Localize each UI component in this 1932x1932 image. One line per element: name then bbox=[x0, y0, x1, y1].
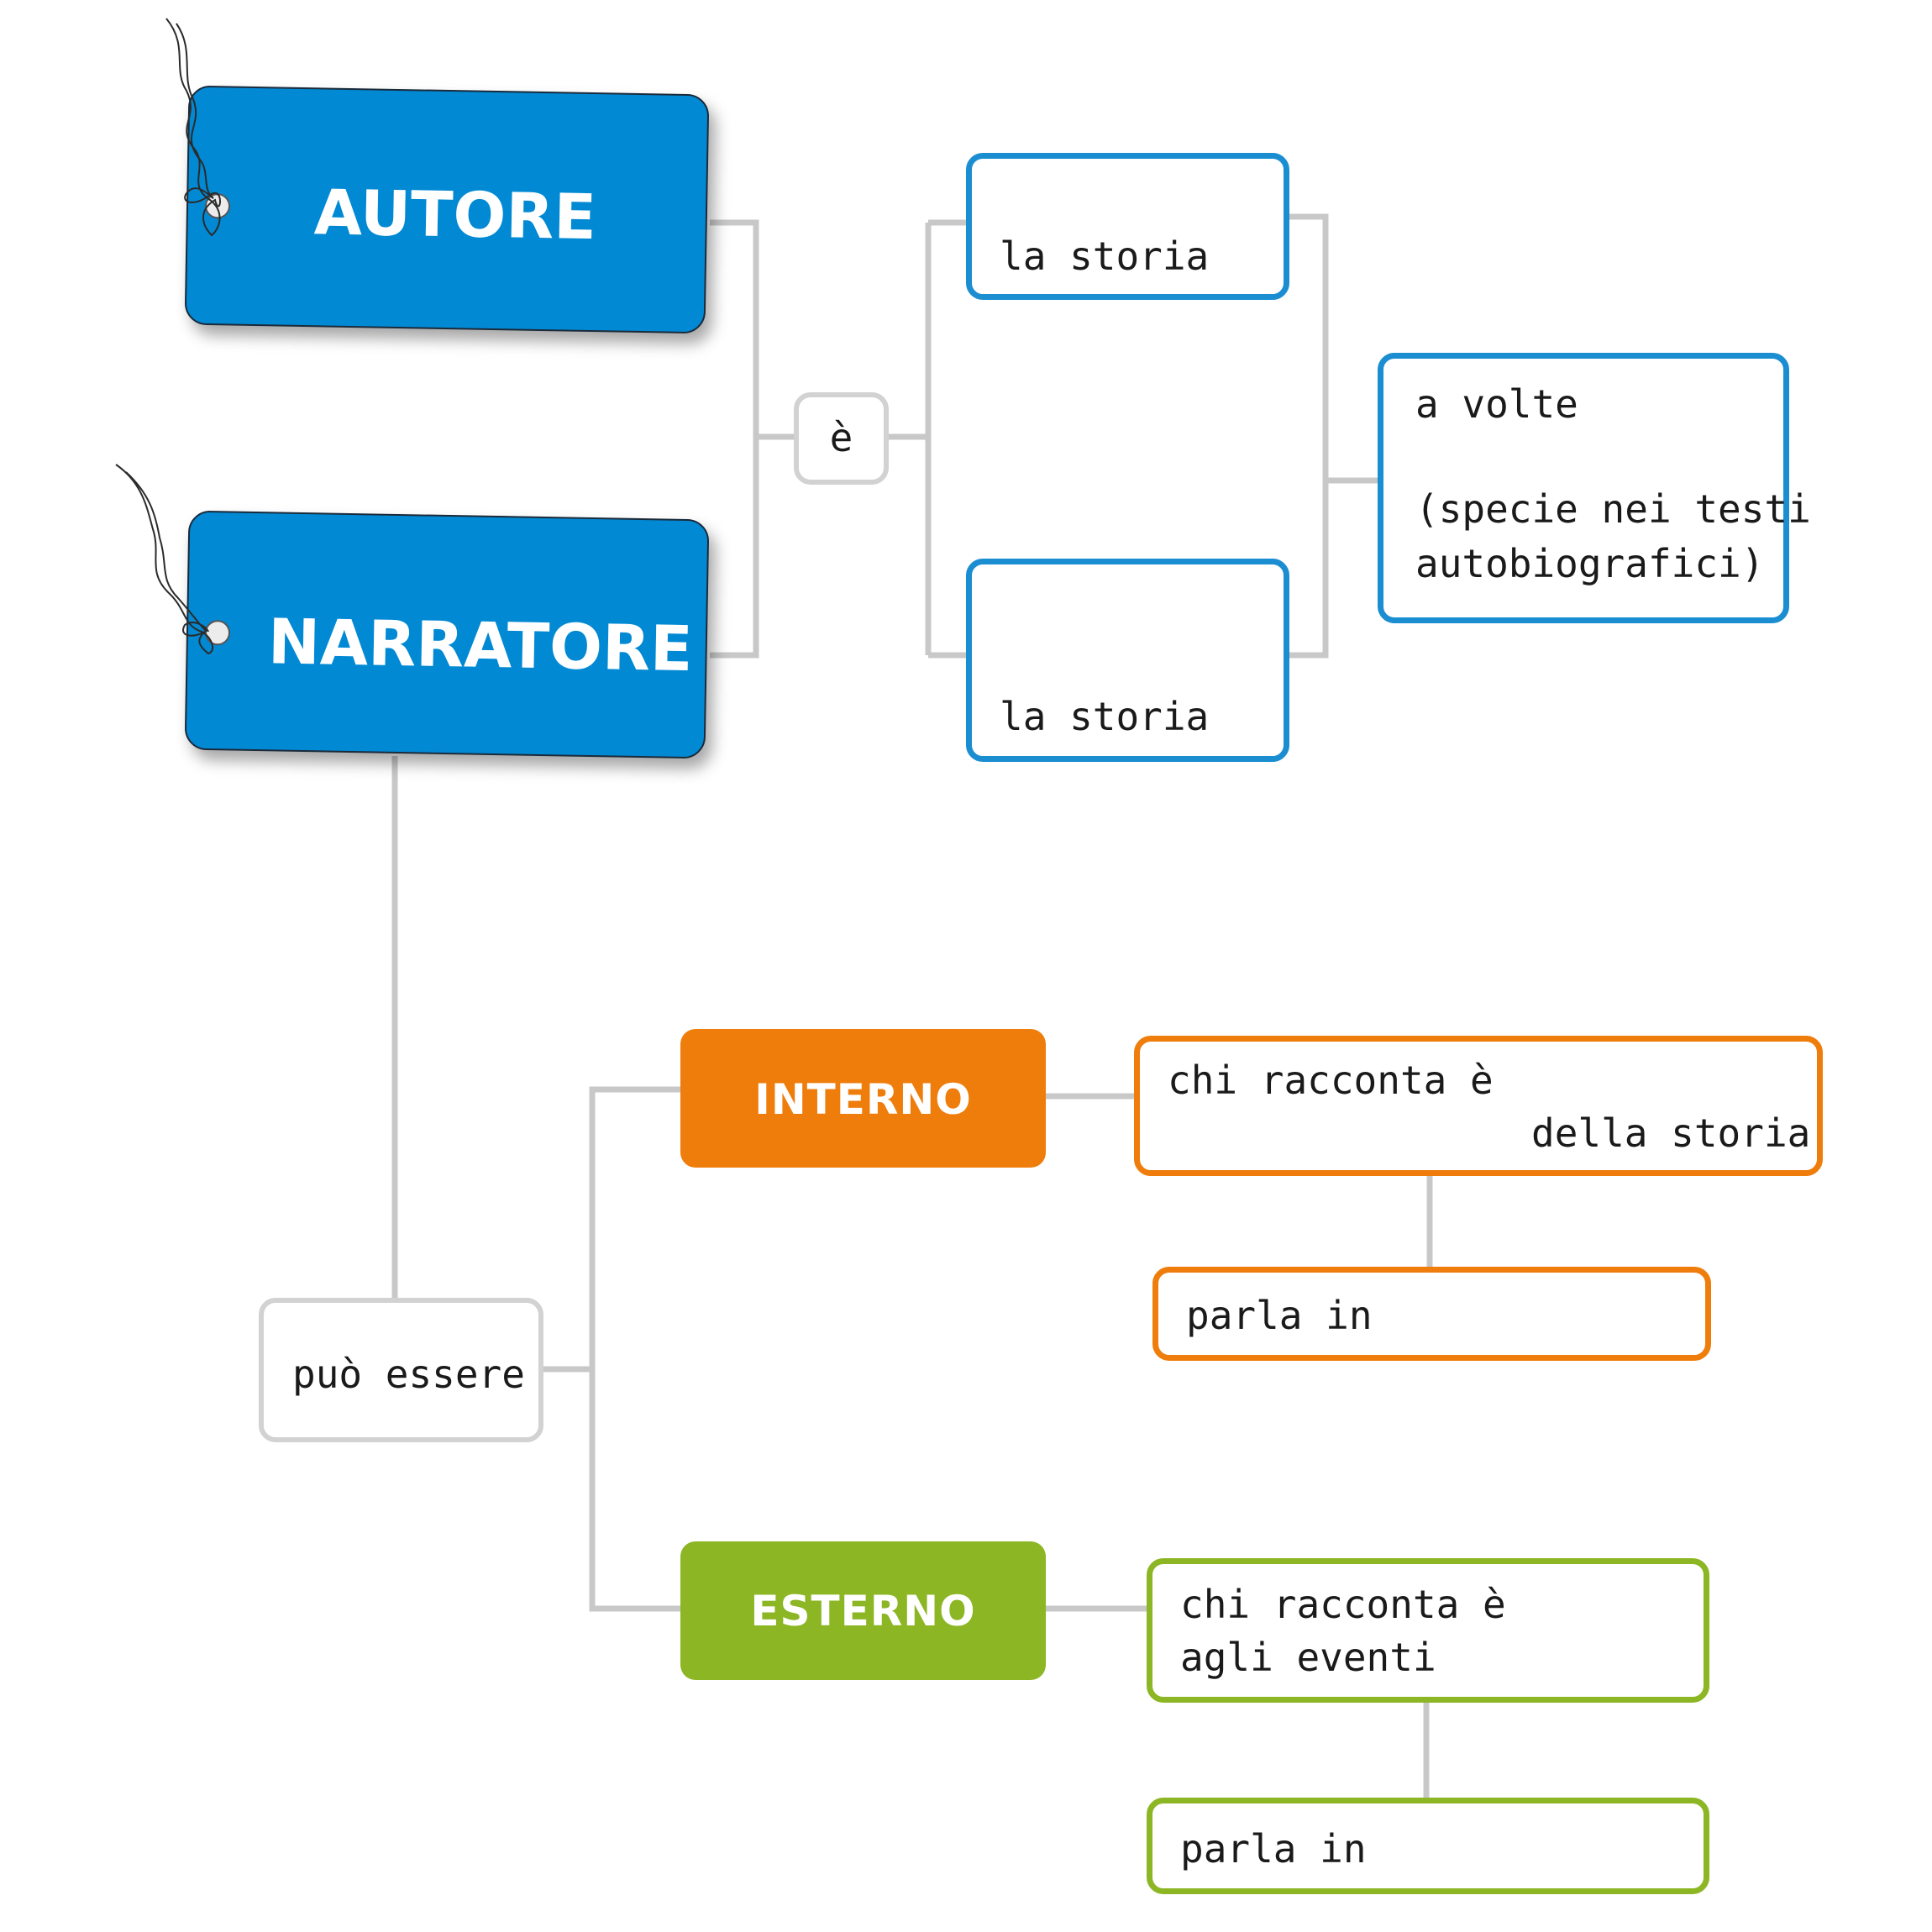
esterno-desc-box bbox=[1147, 1558, 1709, 1703]
esterno-desc-line2: agli eventi bbox=[1180, 1635, 1436, 1680]
esterno-label: ESTERNO bbox=[750, 1587, 976, 1635]
interno-box bbox=[680, 1029, 1046, 1168]
interno-parla-box bbox=[1152, 1267, 1711, 1361]
autore-label: AUTORE bbox=[313, 176, 597, 255]
storia-box-2 bbox=[966, 559, 1289, 762]
interno-desc-box bbox=[1134, 1036, 1823, 1176]
a-volte-line3: autobiografici) bbox=[1415, 541, 1765, 586]
connector-tags-to-e bbox=[710, 219, 794, 659]
storia-label-1: la storia bbox=[1000, 234, 1210, 279]
esterno-desc-line1: chi racconta è bbox=[1180, 1582, 1506, 1627]
esterno-parla-box bbox=[1147, 1798, 1709, 1894]
connector-puo-to-types bbox=[543, 1086, 680, 1612]
e-label: è bbox=[829, 415, 853, 460]
interno-desc-line1: chi racconta è bbox=[1168, 1058, 1494, 1103]
a-volte-line2: (specie nei testi bbox=[1415, 486, 1811, 532]
esterno-box bbox=[680, 1541, 1046, 1680]
connector-storia-to-avolte bbox=[1289, 213, 1378, 659]
narratore-label: NARRATORE bbox=[267, 606, 694, 686]
connector-e-to-storia bbox=[889, 219, 966, 659]
storia-box-1 bbox=[966, 153, 1289, 300]
interno-desc-line2: della storia bbox=[1531, 1110, 1811, 1156]
puo-essere-label: può essere bbox=[292, 1352, 525, 1397]
storia-label-2: la storia bbox=[1000, 694, 1210, 739]
a-volte-line1: a volte bbox=[1415, 381, 1578, 427]
interno-parla-label: parla in bbox=[1186, 1293, 1373, 1338]
a-volte-box bbox=[1378, 353, 1789, 623]
puo-essere-box bbox=[259, 1298, 543, 1442]
esterno-parla-label: parla in bbox=[1180, 1826, 1367, 1872]
interno-label: INTERNO bbox=[754, 1075, 972, 1124]
e-node bbox=[794, 392, 889, 485]
autore-tag: AUTORE bbox=[184, 85, 710, 334]
narratore-tag: NARRATORE bbox=[184, 510, 710, 759]
